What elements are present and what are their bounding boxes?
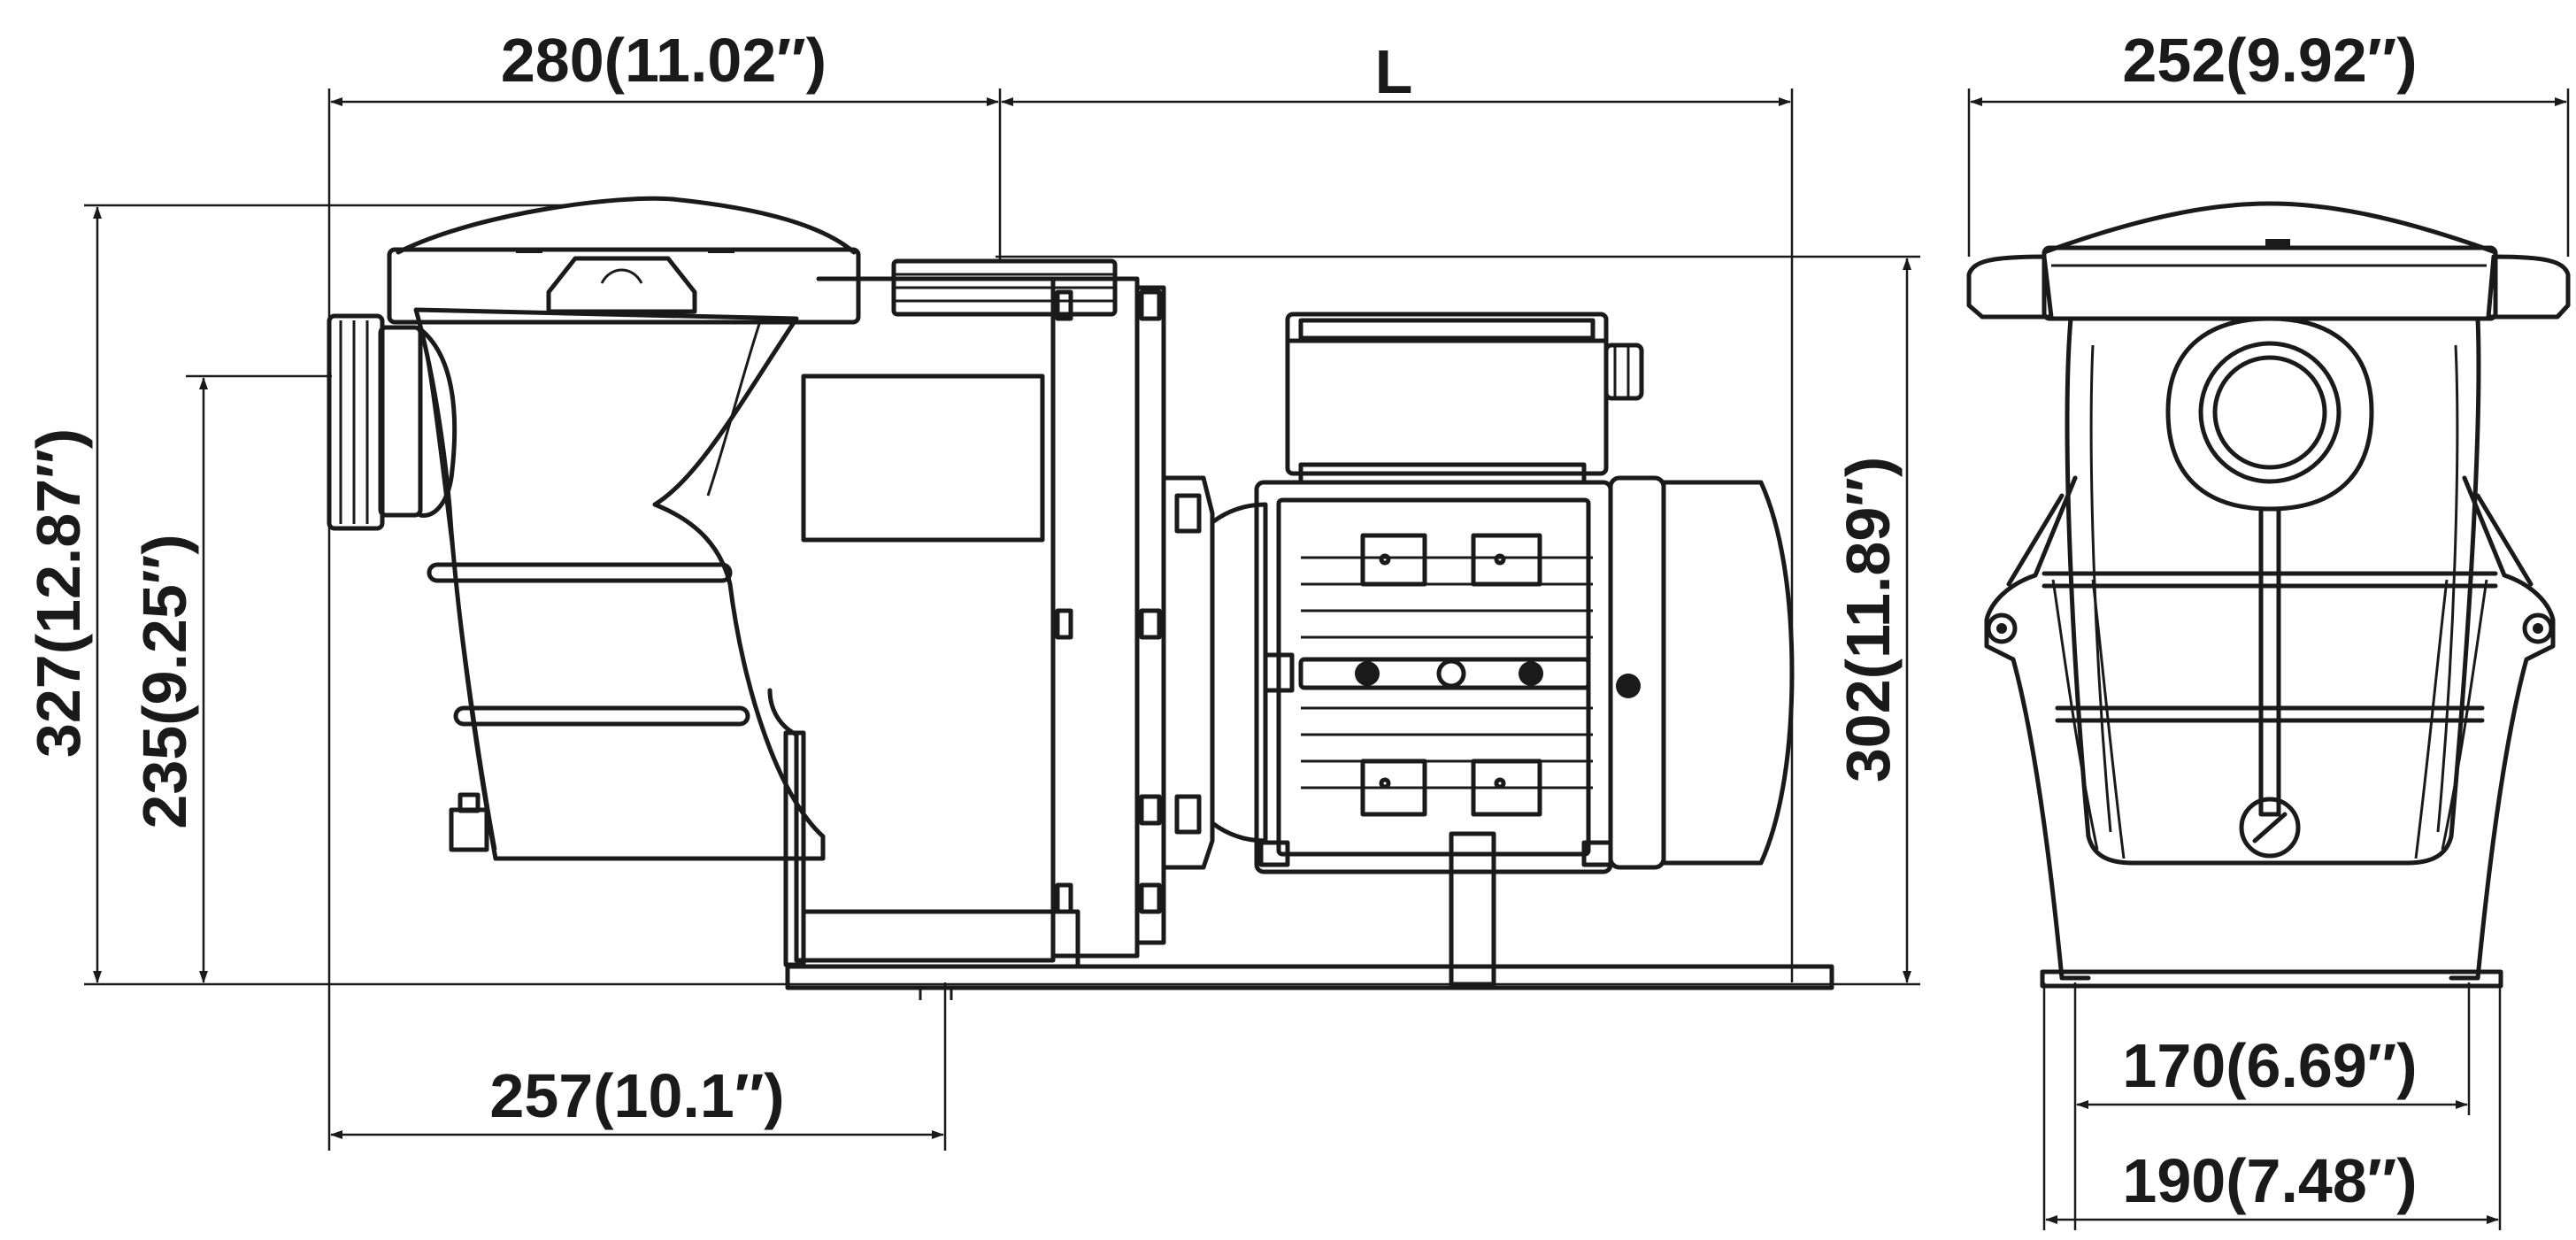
dim-label-280: 280(11.02″) xyxy=(501,26,827,95)
motor-body xyxy=(1254,480,1613,874)
pump-front-view xyxy=(1966,201,2571,989)
pump-body xyxy=(767,276,1056,963)
base-plate xyxy=(785,964,1834,990)
motor-adapter xyxy=(1161,475,1215,870)
front-inlet-port xyxy=(2198,341,2341,484)
inlet-thread xyxy=(327,313,385,531)
dim-label-252: 252(9.92″) xyxy=(2122,26,2417,95)
front-lid-right-handle xyxy=(2486,254,2571,320)
fan-cover xyxy=(1661,480,1795,866)
dim-label-length: L xyxy=(1375,37,1413,106)
front-lid-dome xyxy=(2042,201,2498,255)
dim-label-302: 302(11.89″) xyxy=(1834,457,1903,782)
front-inlet-boss xyxy=(2165,316,2374,512)
lid-dome xyxy=(396,196,857,255)
dim-label-170: 170(6.69″) xyxy=(2122,1031,2417,1100)
front-housing xyxy=(2065,316,2481,866)
lid-handle xyxy=(546,256,697,314)
strainer-housing xyxy=(413,307,826,861)
lid-ring xyxy=(387,247,861,325)
front-right-bracket xyxy=(2449,475,2556,981)
pump-side-view xyxy=(327,196,1834,1000)
housing-band-lower xyxy=(453,705,750,727)
motor-endcap xyxy=(1608,475,1666,870)
housing-band-upper xyxy=(427,562,733,583)
dim-label-235: 235(9.25″) xyxy=(130,534,199,828)
front-lid-left-handle xyxy=(1966,254,2054,320)
motor-leg xyxy=(1449,831,1496,987)
dim-label-190: 190(7.48″) xyxy=(2122,1146,2417,1215)
cable-gland xyxy=(1603,343,1644,401)
dimension-lines xyxy=(84,89,2570,1230)
dim-label-257: 257(10.1″) xyxy=(489,1061,784,1130)
pump-flange xyxy=(1050,276,1140,959)
front-base xyxy=(2040,969,2503,989)
dim-label-327: 327(12.87″) xyxy=(24,428,93,758)
drain-plug xyxy=(2239,797,2301,859)
front-left-bracket xyxy=(1984,475,2091,981)
label-plate xyxy=(801,374,1045,543)
